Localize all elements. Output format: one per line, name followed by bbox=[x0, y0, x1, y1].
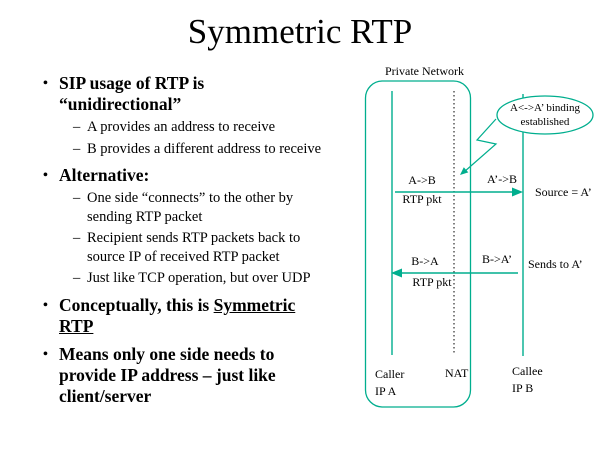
bullet-text: A provides an address to receive bbox=[87, 119, 276, 135]
bullet-item: • Means only one side needs to provide I… bbox=[40, 344, 350, 407]
slide-title: Symmetric RTP bbox=[187, 12, 413, 51]
bullet-item: – Recipient sends RTP packets back to so… bbox=[73, 229, 350, 266]
bullet-marker: • bbox=[43, 346, 48, 362]
bullet-item: – Just like TCP operation, but over UDP bbox=[73, 269, 350, 288]
bullet-item: • SIP usage of RTP is “unidirectional” bbox=[40, 73, 350, 115]
bullet-item: • Conceptually, this is Symmetric RTP bbox=[40, 295, 350, 337]
dash-marker: – bbox=[73, 270, 81, 286]
label-rtp-pkt-top: RTP pkt bbox=[402, 192, 442, 206]
bullet-item: – A provides an address to receive bbox=[73, 118, 350, 137]
bullet-text: Conceptually, this is Symmetric RTP bbox=[59, 295, 314, 337]
dash-marker: – bbox=[73, 119, 81, 135]
binding-callout-zigzag-arrow bbox=[463, 118, 498, 173]
arrow-b-to-a-head bbox=[391, 268, 402, 278]
label-b-to-a2: B->A’ bbox=[482, 252, 512, 266]
bullet-text: Just like TCP operation, but over UDP bbox=[87, 270, 311, 286]
bullet-item: – B provides a different address to rece… bbox=[73, 140, 350, 159]
binding-note-line1: A<->A’ binding bbox=[510, 102, 580, 114]
caller-label-line2: IP A bbox=[375, 384, 397, 398]
bullet-text: Alternative: bbox=[59, 165, 150, 185]
label-a2-to-b: A’->B bbox=[487, 172, 517, 186]
caller-label-line1: Caller bbox=[375, 367, 404, 381]
dash-marker: – bbox=[73, 230, 81, 246]
nat-label: NAT bbox=[445, 366, 469, 380]
binding-callout-arrow-head bbox=[460, 167, 469, 175]
callee-label-line1: Callee bbox=[512, 364, 543, 378]
note-source-a2: Source = A’ bbox=[535, 185, 592, 199]
bullet-text: Means only one side needs to provide IP … bbox=[59, 343, 276, 406]
arrow-a-to-b-head bbox=[512, 187, 523, 197]
binding-note-line2: established bbox=[521, 116, 570, 128]
label-rtp-pkt-bottom: RTP pkt bbox=[412, 275, 452, 289]
private-network-box bbox=[364, 80, 472, 408]
bullet-marker: • bbox=[43, 168, 48, 183]
label-a-to-b: A->B bbox=[408, 173, 435, 187]
dash-marker: – bbox=[73, 190, 81, 206]
note-sends-to-a2: Sends to A’ bbox=[528, 257, 583, 271]
bullet-item: – One side “connects” to the other by se… bbox=[73, 189, 350, 226]
label-b-to-a: B->A bbox=[411, 254, 439, 268]
binding-callout-ellipse bbox=[496, 95, 594, 135]
bullet-text: One side “connects” to the other by send… bbox=[87, 190, 294, 225]
bullet-marker: • bbox=[43, 76, 48, 91]
callee-label-line2: IP B bbox=[512, 381, 533, 395]
bullet-text-underlined: Symmetric RTP bbox=[59, 294, 296, 336]
dash-marker: – bbox=[73, 140, 81, 157]
rtp-flow-diagram: Private Network A<->A’ binding establish… bbox=[364, 64, 594, 408]
bullet-marker: • bbox=[43, 297, 48, 313]
bullet-text-plain: Conceptually, this is bbox=[59, 294, 214, 315]
bullet-text: Recipient sends RTP packets back to sour… bbox=[87, 230, 301, 265]
bullet-list: • SIP usage of RTP is “unidirectional” –… bbox=[40, 66, 350, 407]
bullet-item: • Alternative: bbox=[40, 165, 350, 186]
bullet-text: B provides a different address to receiv… bbox=[87, 140, 322, 157]
bullet-text: SIP usage of RTP is “unidirectional” bbox=[59, 73, 205, 114]
private-network-label: Private Network bbox=[385, 64, 464, 78]
